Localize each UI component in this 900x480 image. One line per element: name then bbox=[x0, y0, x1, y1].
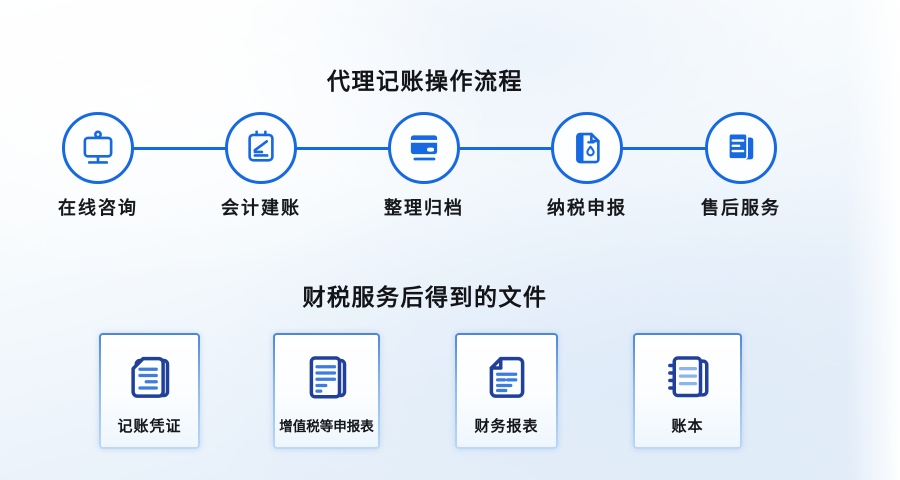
clipboard-pen-icon bbox=[248, 130, 274, 162]
step-label: 会计建账 bbox=[221, 198, 301, 218]
process-section-title: 代理记账操作流程 bbox=[327, 68, 523, 94]
financial-report-icon bbox=[489, 356, 524, 398]
card-icon-wrap bbox=[120, 335, 180, 415]
process-step-tax-filing: 纳税申报 bbox=[517, 112, 657, 220]
step-circle bbox=[551, 112, 623, 184]
card-label: 财务报表 bbox=[474, 418, 539, 435]
process-step-account-setup: 会计建账 bbox=[191, 112, 331, 220]
document-card-voucher: 记账凭证 bbox=[99, 333, 200, 449]
card-icon-wrap bbox=[297, 335, 357, 415]
step-circle bbox=[62, 112, 134, 184]
documents-section-title: 财税服务后得到的文件 bbox=[302, 284, 548, 310]
document-card-financial-report: 财务报表 bbox=[455, 333, 558, 449]
document-card-vat-return: 增值税等申报表 bbox=[273, 333, 380, 449]
step-label: 纳税申报 bbox=[547, 198, 627, 218]
step-label: 在线咨询 bbox=[58, 198, 138, 218]
card-inner: 增值税等申报表 bbox=[275, 335, 378, 447]
process-step-online-consult: 在线咨询 bbox=[28, 112, 168, 220]
step-circle bbox=[388, 112, 460, 184]
wallet-archive-icon bbox=[410, 135, 438, 161]
step-circle bbox=[705, 112, 777, 184]
card-icon-wrap bbox=[477, 335, 537, 415]
card-inner: 记账凭证 bbox=[101, 335, 198, 447]
card-label: 记账凭证 bbox=[117, 418, 182, 435]
card-label: 账本 bbox=[671, 418, 704, 435]
process-step-after-sales: 售后服务 bbox=[671, 112, 811, 220]
process-step-archive: 整理归档 bbox=[354, 112, 494, 220]
ledger-book-icon bbox=[667, 356, 708, 398]
vat-return-form-icon bbox=[309, 356, 346, 399]
step-label: 售后服务 bbox=[701, 198, 781, 218]
card-inner: 账本 bbox=[635, 335, 740, 447]
voucher-document-icon bbox=[130, 356, 169, 398]
step-label: 整理归档 bbox=[384, 198, 464, 218]
monitor-consult-icon bbox=[83, 130, 113, 164]
step-circle bbox=[225, 112, 297, 184]
stacked-documents-icon bbox=[727, 132, 754, 160]
tax-document-icon bbox=[576, 132, 600, 164]
card-inner: 财务报表 bbox=[457, 335, 556, 447]
document-card-ledger: 账本 bbox=[633, 333, 742, 449]
card-label: 增值税等申报表 bbox=[279, 419, 374, 434]
card-icon-wrap bbox=[658, 335, 718, 415]
